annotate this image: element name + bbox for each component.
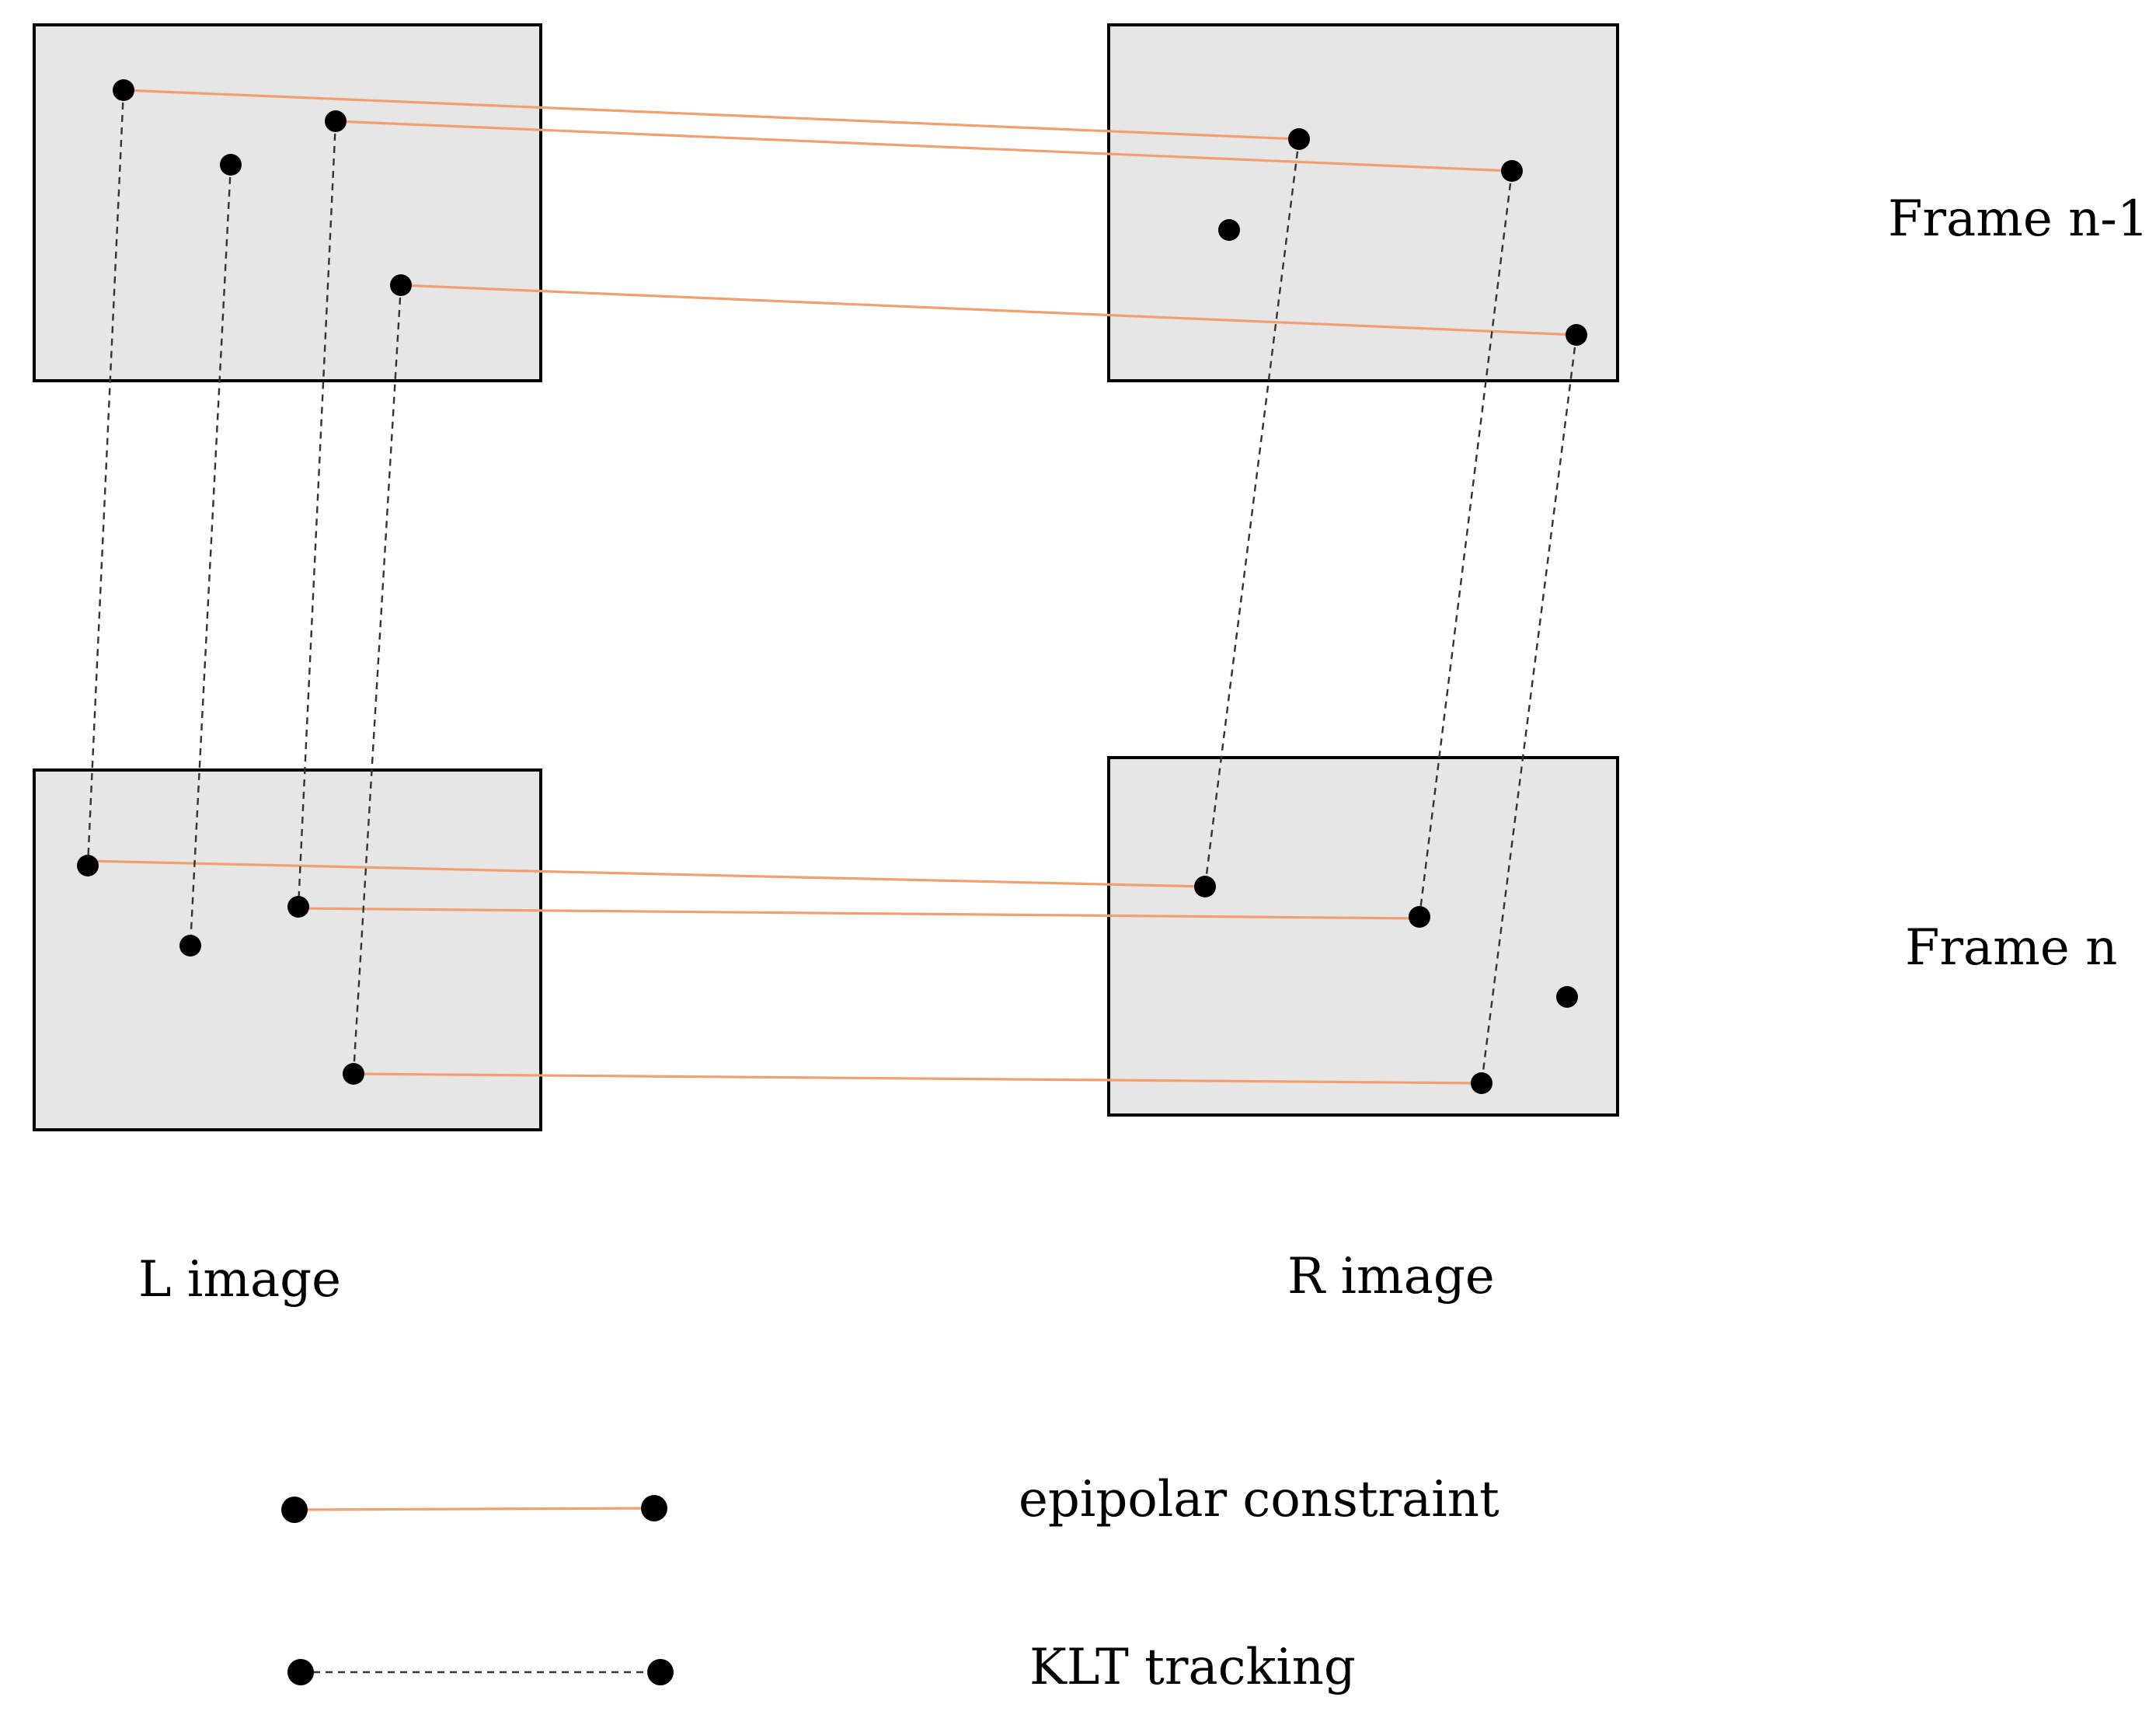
epipolar-line — [87, 859, 1206, 888]
feature-point — [1218, 219, 1240, 241]
frame-curr-label: Frame n — [1905, 919, 2117, 977]
feature-point — [1194, 876, 1216, 897]
feature-point — [220, 154, 242, 176]
feature-points — [77, 79, 1587, 1094]
feature-point — [179, 935, 201, 957]
klt-line — [1203, 138, 1301, 887]
legend-klt-dot-left — [287, 1659, 314, 1685]
feature-point — [325, 110, 347, 132]
klt-line — [297, 120, 337, 908]
klt-line — [189, 164, 232, 946]
legend-klt: KLT tracking — [287, 1639, 1356, 1696]
image-boxes — [33, 23, 1619, 1131]
left-image-label: L image — [138, 1251, 341, 1309]
epipolar-lines — [87, 89, 1577, 1085]
feature-point — [1288, 128, 1310, 150]
epipolar-line — [400, 284, 1577, 336]
epipolar-line — [353, 1072, 1482, 1085]
legend-epipolar: epipolar constraint — [281, 1471, 1499, 1528]
legend-epipolar-line — [294, 1507, 655, 1511]
feature-point — [390, 274, 412, 296]
klt-line — [86, 89, 125, 866]
feature-point — [1501, 160, 1523, 182]
feature-point — [77, 855, 99, 876]
legend-epipolar-dot-left — [281, 1497, 308, 1523]
epipolar-line — [335, 120, 1513, 172]
left-image-frame-curr — [33, 768, 542, 1131]
frame-prev-label: Frame n-1 — [1888, 190, 2149, 248]
right-image-frame-prev — [1107, 23, 1619, 382]
right-image-frame-curr — [1107, 756, 1619, 1117]
epipolar-line — [123, 89, 1300, 141]
legend-klt-label: KLT tracking — [1029, 1639, 1356, 1696]
feature-point — [1566, 324, 1587, 346]
feature-point — [1409, 906, 1430, 928]
right-image-label: R image — [1287, 1248, 1495, 1305]
klt-line — [1418, 170, 1513, 918]
feature-point — [287, 896, 309, 918]
feature-point — [343, 1063, 364, 1085]
legend-epipolar-label: epipolar constraint — [1019, 1471, 1499, 1528]
feature-point — [1556, 986, 1578, 1008]
legend: epipolar constraint KLT tracking — [281, 1471, 1499, 1696]
feature-point — [113, 79, 134, 101]
klt-lines — [86, 89, 1578, 1084]
legend-klt-dot-right — [647, 1659, 674, 1685]
epipolar-line — [298, 907, 1420, 920]
diagram-labels: Frame n-1 Frame n L image R image — [138, 190, 2149, 1309]
klt-line — [1480, 334, 1578, 1084]
left-image-frame-prev — [33, 23, 542, 382]
legend-epipolar-dot-right — [641, 1495, 667, 1521]
feature-point — [1471, 1072, 1492, 1094]
